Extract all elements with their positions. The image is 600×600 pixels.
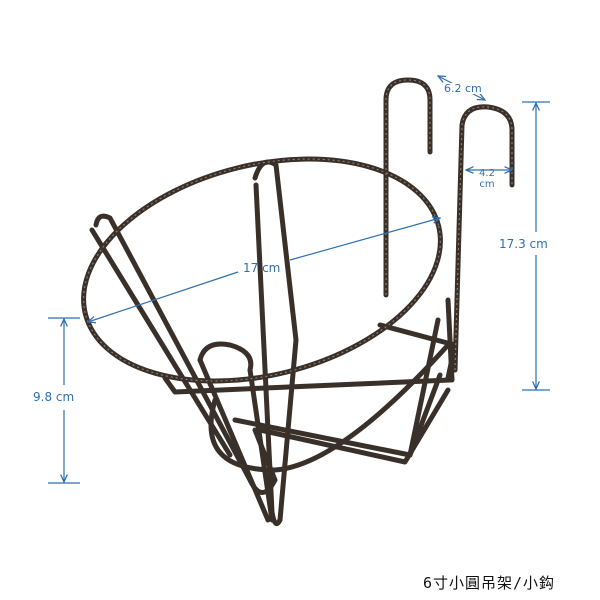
front-loop xyxy=(197,341,275,523)
product-caption: 6寸小圓吊架/小鈎 xyxy=(423,574,556,592)
bottom-rail-4 xyxy=(257,387,451,465)
hook-depth-value: 4.2 xyxy=(479,168,495,179)
hook-depth-unit: cm xyxy=(479,179,495,190)
basket-height-label: 9.8 cm xyxy=(33,390,75,404)
dimension-lines xyxy=(48,76,550,484)
hook-width-label: 6.2 cm xyxy=(444,82,482,95)
hook-depth-label: 4.2 cm xyxy=(476,168,498,190)
wire-texture xyxy=(82,79,513,382)
ring-diameter-label: 17 cm xyxy=(243,261,281,275)
ring-diameter-arrow-b xyxy=(289,218,440,261)
total-height-label: 17.3 cm xyxy=(499,237,548,251)
wire-frame xyxy=(81,77,515,527)
bottom-rail-1 xyxy=(162,375,453,395)
ring-diameter-arrow-a xyxy=(88,271,239,322)
bottom-ring xyxy=(208,342,451,473)
